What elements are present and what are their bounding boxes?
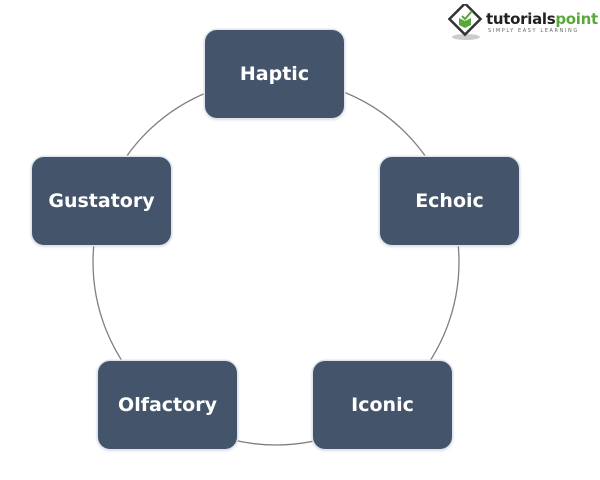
tutorialspoint-logo: tutorialspoint SIMPLY EASY LEARNING (448, 4, 598, 42)
node-label: Iconic (351, 394, 414, 416)
node-echoic: Echoic (380, 157, 519, 245)
node-label: Echoic (415, 190, 484, 212)
logo-tagline: SIMPLY EASY LEARNING (488, 28, 579, 34)
node-haptic: Haptic (205, 30, 344, 118)
node-iconic: Iconic (313, 361, 452, 449)
logo-book-icon (448, 4, 483, 40)
logo-wordmark: tutorialspoint (486, 10, 598, 28)
node-label: Olfactory (118, 394, 217, 416)
node-label: Haptic (239, 63, 310, 85)
node-olfactory: Olfactory (98, 361, 237, 449)
node-label: Gustatory (48, 190, 155, 212)
node-gustatory: Gustatory (32, 157, 171, 245)
